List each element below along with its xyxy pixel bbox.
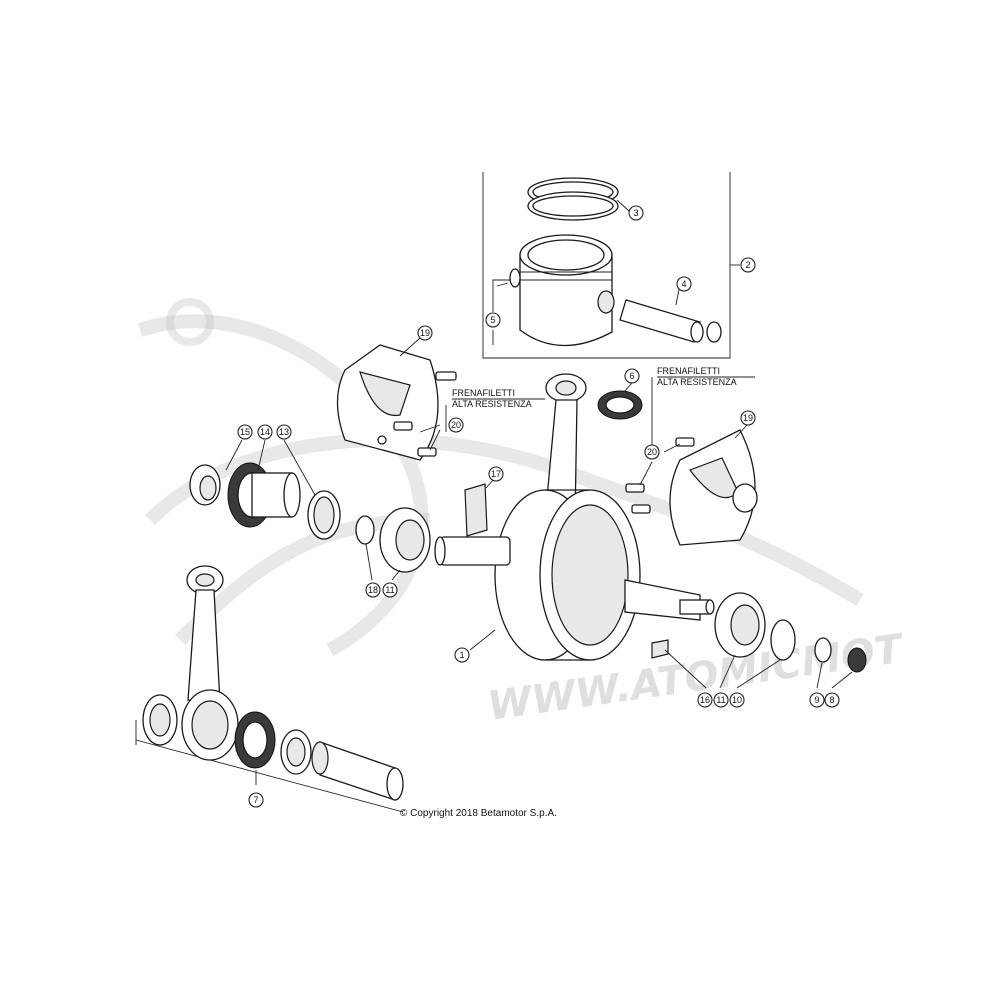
- svg-text:20: 20: [451, 420, 461, 430]
- svg-text:17: 17: [491, 469, 501, 479]
- callout-4: 4: [676, 276, 692, 292]
- oil-seal-13: [307, 490, 341, 540]
- callouts: 1 2 3 4 5 6 7 8 9 10 11 11 13 14 15 16 1…: [237, 205, 840, 808]
- svg-text:11: 11: [385, 585, 394, 595]
- callout-16: 16: [697, 692, 713, 708]
- svg-text:5: 5: [490, 315, 495, 325]
- callout-9: 9: [809, 692, 825, 708]
- washer-9: [814, 637, 832, 663]
- callout-6: 6: [624, 368, 640, 384]
- callout-2: 2: [740, 257, 756, 273]
- svg-text:13: 13: [279, 427, 289, 437]
- svg-text:16: 16: [700, 695, 710, 705]
- svg-text:1: 1: [459, 650, 464, 660]
- svg-text:9: 9: [814, 695, 819, 705]
- oil-seal-10: [770, 619, 796, 661]
- svg-text:19: 19: [420, 328, 430, 338]
- spacer-15: [189, 464, 221, 506]
- callout-13: 13: [276, 424, 292, 440]
- svg-text:11: 11: [716, 695, 725, 705]
- threadlocker-note-right: FRENAFILETTI ALTA RESISTENZA: [651, 366, 755, 445]
- callout-15: 15: [237, 424, 253, 440]
- svg-text:8: 8: [829, 695, 834, 705]
- svg-text:20: 20: [647, 447, 657, 457]
- svg-text:18: 18: [368, 585, 378, 595]
- gear-14: [227, 462, 301, 528]
- callout-7: 7: [248, 792, 264, 808]
- nut-8: [847, 647, 867, 673]
- svg-text:7: 7: [253, 795, 258, 805]
- callout-8: 8: [824, 692, 840, 708]
- callout-11-left: 11: [382, 582, 398, 598]
- svg-text:6: 6: [629, 371, 634, 381]
- callout-20-left: 20: [448, 417, 464, 433]
- note-left-line2: ALTA RESISTENZA: [452, 399, 532, 409]
- needle-bearing-small-end: [597, 390, 643, 420]
- svg-text:2: 2: [745, 260, 750, 270]
- callout-17: 17: [488, 466, 504, 482]
- callout-10: 10: [729, 692, 745, 708]
- crankshaft: [434, 489, 715, 661]
- callout-19-left: 19: [417, 325, 433, 341]
- screws-right: [625, 437, 695, 514]
- piston-rings: [527, 177, 619, 221]
- note-left-line1: FRENAFILETTI: [452, 388, 515, 398]
- piston: [519, 234, 615, 347]
- threadlocker-note-left: FRENAFILETTI ALTA RESISTENZA: [452, 388, 545, 409]
- woodruff-key: [464, 483, 488, 537]
- svg-text:10: 10: [732, 695, 742, 705]
- piston-pin: [619, 299, 704, 343]
- callout-3: 3: [628, 205, 644, 221]
- screws-left: [393, 371, 457, 457]
- svg-text:14: 14: [260, 427, 270, 437]
- bearing-11-left: [379, 507, 431, 573]
- svg-text:15: 15: [240, 427, 250, 437]
- counterweight-right: [669, 429, 758, 546]
- svg-text:3: 3: [633, 208, 638, 218]
- callout-14: 14: [257, 424, 273, 440]
- note-right-line2: ALTA RESISTENZA: [657, 377, 737, 387]
- svg-text:4: 4: [681, 279, 686, 289]
- note-right-line1: FRENAFILETTI: [657, 366, 720, 376]
- o-ring-18: [355, 515, 375, 545]
- callout-1: 1: [454, 647, 470, 663]
- copyright-notice: © Copyright 2018 Betamotor S.p.A.: [400, 808, 557, 819]
- conrod-kit: [135, 565, 404, 813]
- callout-11-right: 11: [713, 692, 729, 708]
- bearing-11-right: [714, 592, 766, 658]
- key-16: [651, 639, 669, 659]
- callout-18: 18: [365, 582, 381, 598]
- callout-5: 5: [485, 312, 501, 328]
- callout-19-right: 19: [740, 410, 756, 426]
- circlip-right: [706, 321, 722, 343]
- counterweight-left: [336, 344, 439, 461]
- circlip-left: [509, 268, 521, 288]
- svg-text:19: 19: [743, 413, 753, 423]
- callout-20-right: 20: [644, 444, 660, 460]
